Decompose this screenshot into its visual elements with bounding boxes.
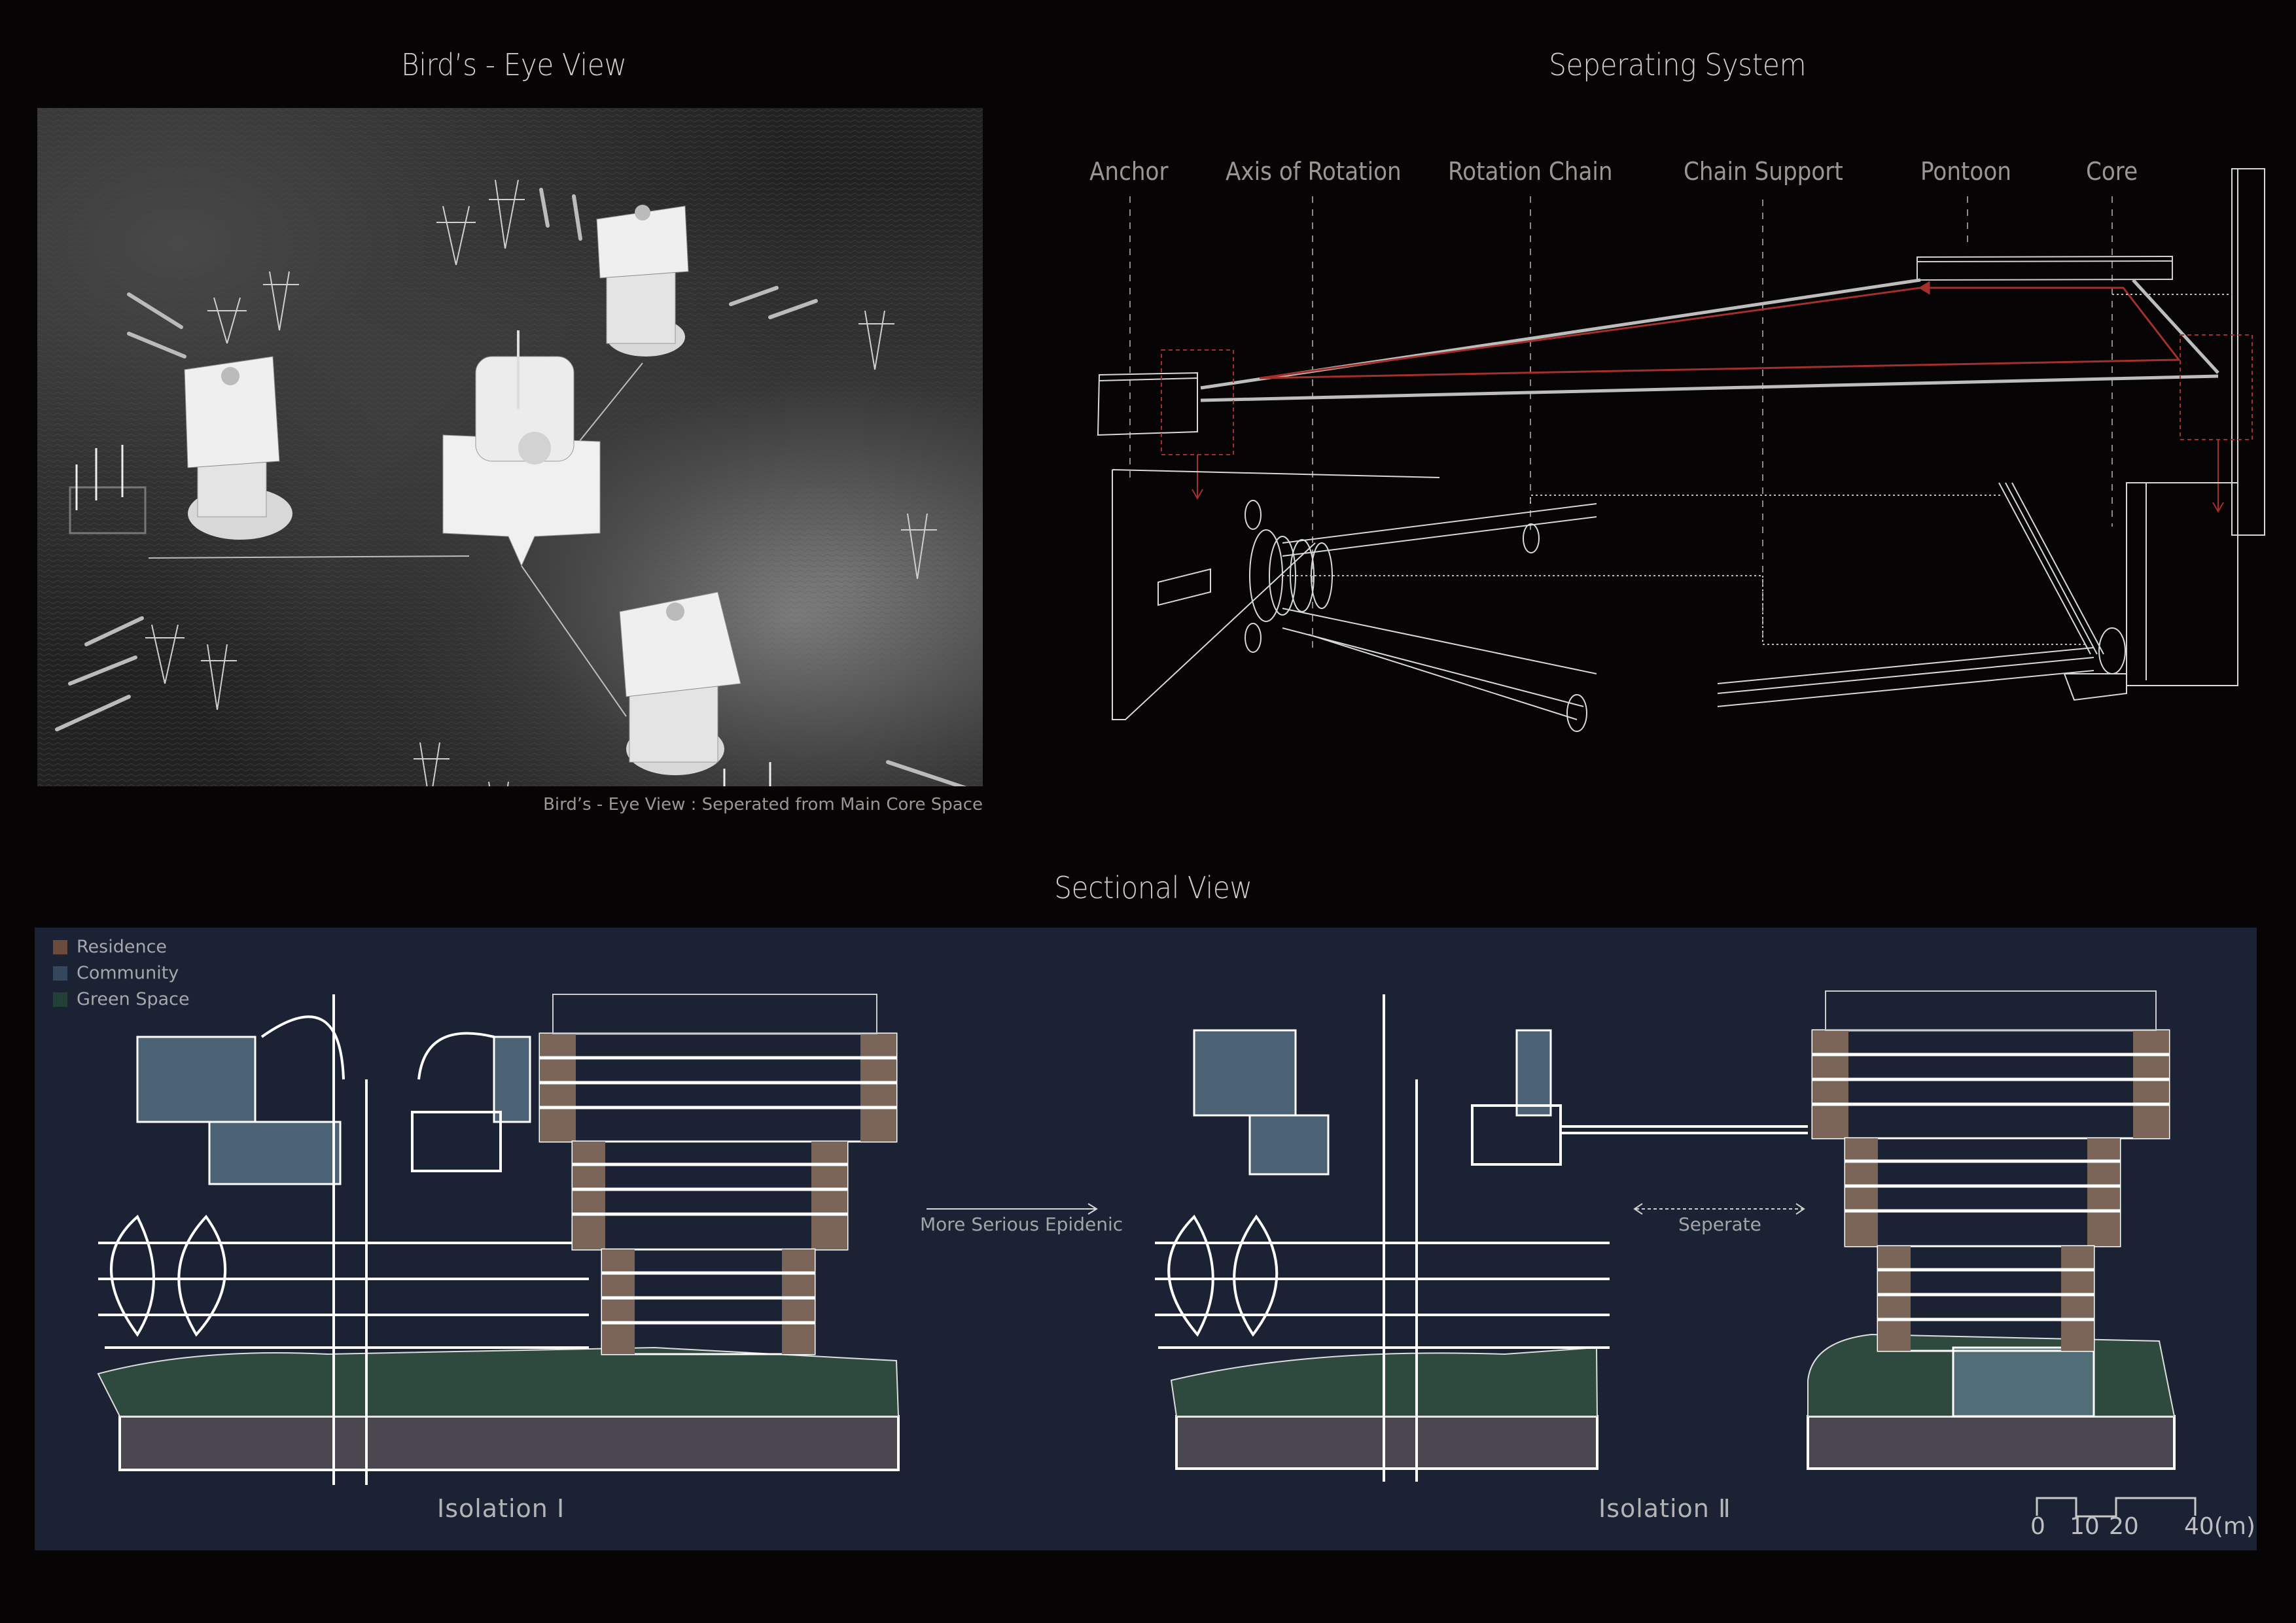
detail-callouts bbox=[1161, 334, 2253, 514]
pontoons bbox=[55, 188, 967, 786]
transmission-pylons bbox=[145, 179, 937, 786]
core-detail bbox=[1717, 482, 2238, 707]
isolation-2-label: Isolation Ⅱ bbox=[1598, 1494, 1731, 1523]
scale-tick-40: 40(m) bbox=[2184, 1513, 2255, 1540]
tower-core bbox=[442, 330, 601, 567]
leader-lines bbox=[1129, 196, 2113, 648]
pontoon-shape bbox=[1916, 255, 2173, 281]
wind-turbines bbox=[69, 445, 771, 786]
legend-community: Community bbox=[53, 963, 179, 983]
tower-top-right bbox=[596, 205, 689, 357]
label-pontoon: Pontoon bbox=[1920, 157, 2011, 186]
dotted-connectors bbox=[1282, 294, 2232, 645]
cable-lines bbox=[148, 362, 643, 717]
legend-community-label: Community bbox=[77, 963, 179, 983]
section-isolation-1 bbox=[97, 994, 900, 1485]
scale-tick-0: 0 bbox=[2030, 1513, 2045, 1540]
birds-eye-scene bbox=[37, 108, 983, 786]
legend-residence-label: Residence bbox=[77, 937, 168, 957]
legend-green-label: Green Space bbox=[77, 989, 190, 1009]
tower-bottom-right bbox=[619, 591, 741, 775]
scale-bar bbox=[2036, 1497, 2197, 1518]
scale-tick-10: 10 bbox=[2070, 1513, 2100, 1540]
legend-residence: Residence bbox=[53, 937, 167, 957]
force-path bbox=[1259, 281, 2181, 379]
anchor-block bbox=[1097, 372, 1198, 436]
birds-eye-title: Bird’s - Eye View bbox=[400, 47, 627, 82]
label-axis-of-rotation: Axis of Rotation bbox=[1226, 157, 1402, 186]
transition-arrow bbox=[927, 1203, 1098, 1215]
isolation-1-label: Isolation Ⅰ bbox=[437, 1494, 565, 1523]
transition-label: More Serious Epidenic bbox=[920, 1213, 1123, 1235]
tower-left bbox=[184, 356, 292, 540]
residence-swatch bbox=[53, 939, 67, 954]
birds-eye-caption: Bird’s - Eye View : Seperated from Main … bbox=[543, 795, 983, 814]
label-anchor: Anchor bbox=[1089, 157, 1169, 186]
separate-label: Seperate bbox=[1678, 1213, 1761, 1235]
section-isolation-2 bbox=[1155, 990, 2176, 1482]
green-space-swatch bbox=[53, 992, 67, 1007]
chains bbox=[1200, 278, 2219, 402]
label-rotation-chain: Rotation Chain bbox=[1448, 157, 1613, 186]
sectional-view-title: Sectional View bbox=[1054, 870, 1252, 905]
separate-arrow bbox=[1633, 1203, 1805, 1215]
label-chain-support: Chain Support bbox=[1684, 157, 1843, 186]
legend-green-space: Green Space bbox=[53, 989, 190, 1009]
label-core: Core bbox=[2086, 157, 2138, 186]
anchor-detail bbox=[1112, 469, 1597, 732]
community-swatch bbox=[53, 966, 67, 981]
separating-system-title: Seperating System bbox=[1549, 47, 1807, 82]
scale-tick-20: 20 bbox=[2109, 1513, 2139, 1540]
separating-system-diagram bbox=[1097, 168, 2265, 732]
core-wall bbox=[2231, 168, 2265, 536]
sectional-view-panel: Residence Community Green Space bbox=[35, 928, 2257, 1550]
sections-drawing bbox=[97, 990, 2197, 1518]
birds-eye-render bbox=[37, 108, 983, 786]
